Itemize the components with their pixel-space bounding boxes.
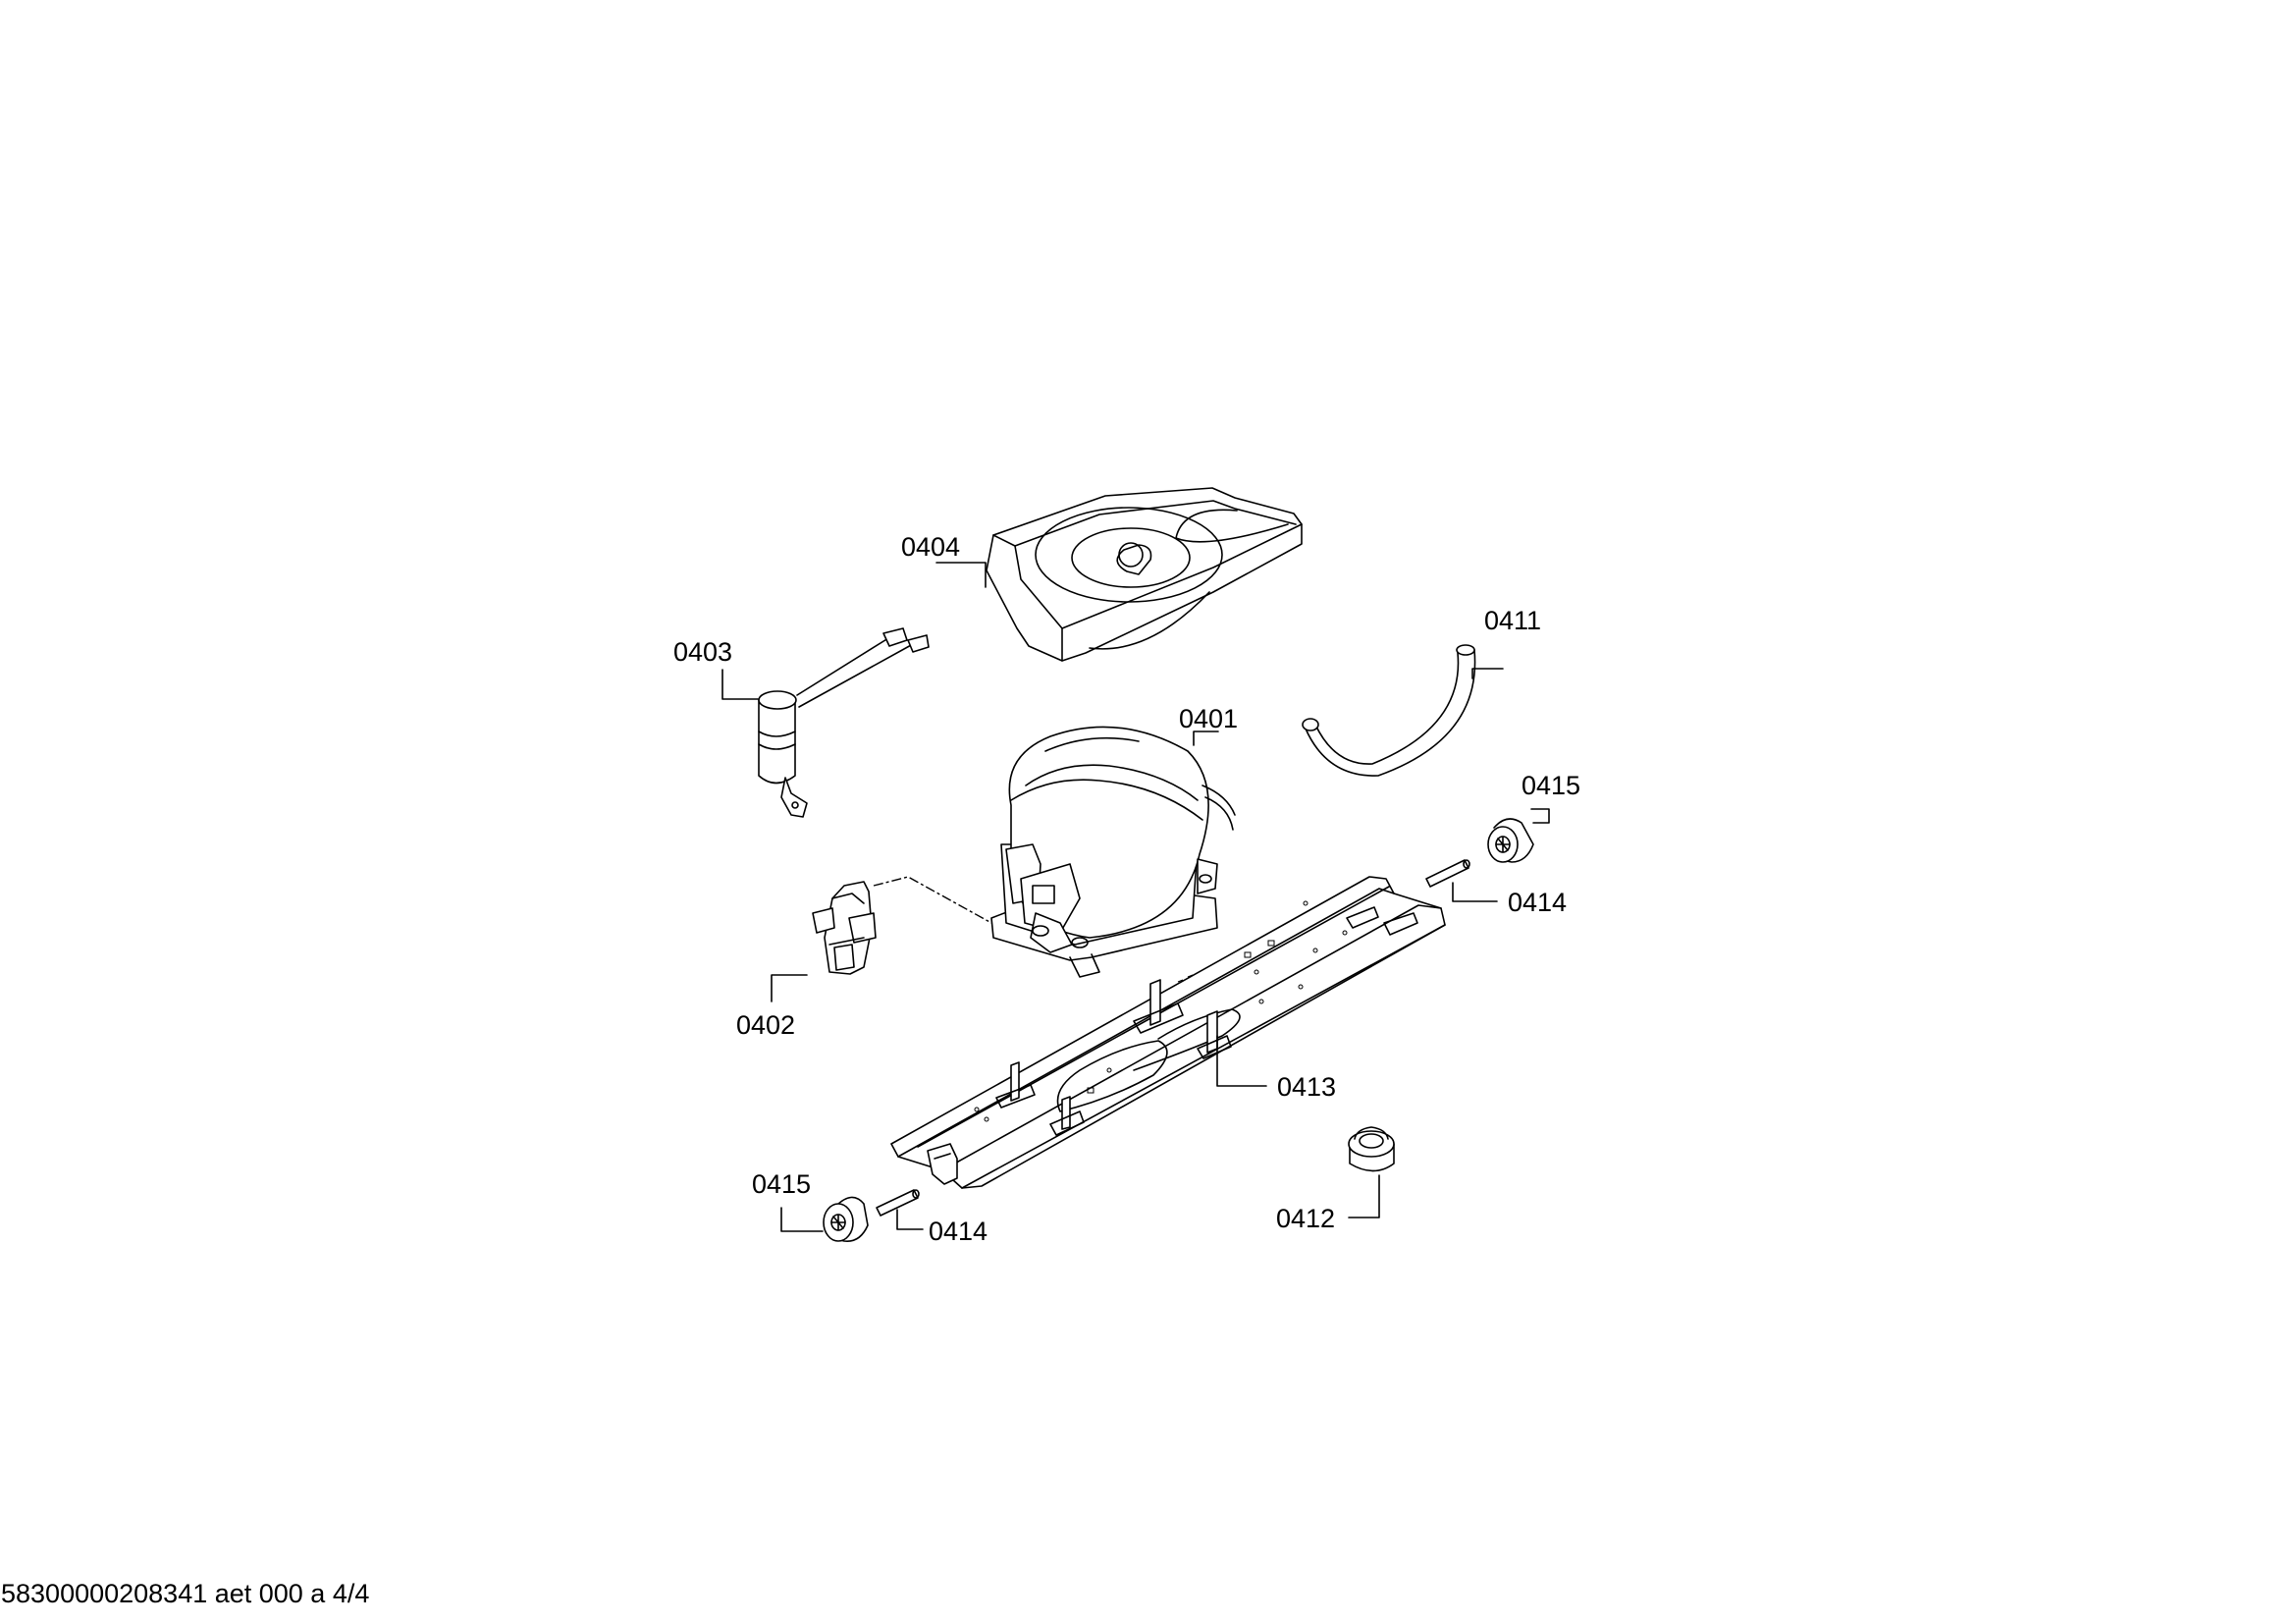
document-footer-id: 58300000208341 aet 000 a 4/4 [1,1579,370,1608]
part-0412-rubber-foot [1348,1126,1395,1172]
leader-0413 [1216,1035,1267,1087]
relay-connector-dashed [873,876,992,924]
part-0402-relay [812,881,877,975]
label-0404: 0404 [901,532,960,562]
part-0404-drip-tray [986,487,1303,662]
label-0414-right: 0414 [1508,888,1567,917]
part-0414-pin-right [1425,859,1470,888]
leader-0404 [935,562,987,588]
label-0414-left: 0414 [929,1217,988,1246]
label-0412: 0412 [1276,1204,1335,1233]
leader-0402 [771,974,808,1002]
part-0411-tube [1302,644,1476,777]
leader-0414-left [896,1209,924,1230]
label-0415-right: 0415 [1522,771,1580,800]
leader-0411 [1471,668,1504,679]
part-0415-grommet-right [1487,818,1534,863]
leader-0415-right [1530,808,1550,824]
part-0403-capacitor [758,627,930,818]
leader-0415-left [780,1207,824,1232]
label-0402: 0402 [736,1010,795,1040]
leader-0414-right [1452,882,1498,902]
part-0401-compressor [990,726,1236,978]
label-0411: 0411 [1484,606,1541,635]
leader-0412 [1348,1174,1380,1218]
label-0401: 0401 [1179,704,1238,733]
part-0413-mounting-rail [890,876,1446,1189]
part-0414-pin-left [876,1189,920,1217]
leader-0401 [1193,731,1219,746]
label-0415-left: 0415 [752,1169,811,1199]
label-0403: 0403 [673,637,732,667]
label-0413: 0413 [1277,1072,1336,1102]
leader-0403 [721,669,759,700]
part-0415-grommet-left [823,1196,869,1242]
